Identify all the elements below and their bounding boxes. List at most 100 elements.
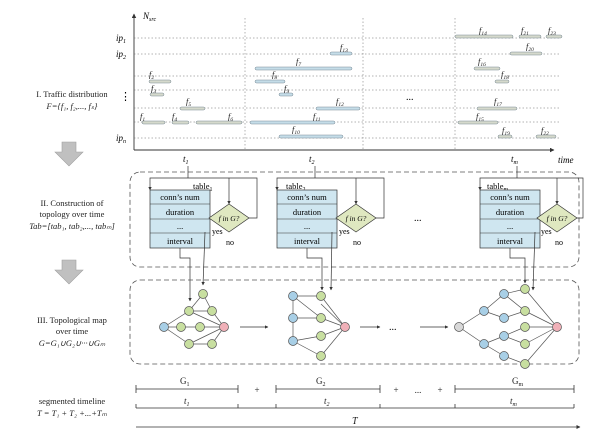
section2-formula: Tab=[tab₁, tab₂,..., tabₘ] — [29, 221, 115, 231]
time-marker-t1: t1 — [183, 154, 189, 166]
section2-title-line1: II. Construction of — [40, 198, 103, 208]
graph-g1 — [159, 289, 229, 349]
flow-label-f9: f9 — [284, 83, 289, 95]
flow-bar-f21 — [518, 34, 542, 39]
timeline-t2: t2 — [324, 396, 330, 408]
graphs-section-frame — [129, 279, 580, 365]
segmented-timeline: G1 G2 Gm + + ... + t1 t2 tm — [135, 376, 581, 429]
flow-bar-f12 — [315, 106, 361, 111]
flow-label-f5: f5 — [186, 96, 191, 108]
table2-row-dots: ... — [304, 221, 310, 231]
tablem-row-interval: interval — [497, 236, 524, 246]
flow-label-f22: f22 — [541, 125, 549, 137]
flow-bar-f1 — [141, 120, 166, 125]
section4-formula: T = T₁ + T₂ +...+Tₘ — [37, 408, 108, 418]
flow-label-f21: f21 — [521, 25, 529, 37]
vertical-ellipsis: ⋮ — [120, 91, 131, 103]
flow-bar-f18 — [494, 79, 510, 84]
flow-bar-f4 — [171, 120, 190, 125]
graphm-node — [520, 322, 530, 332]
graph1-node — [176, 322, 186, 332]
graph1-node — [207, 339, 217, 349]
flow-label-f18: f18 — [501, 69, 509, 81]
graphm-node — [499, 351, 509, 361]
decision-yes-m: yes — [541, 227, 552, 236]
flow-label-f1: f1 — [140, 111, 145, 123]
graph1-node — [184, 339, 194, 349]
section3-formula: G=G₁∪G₂∪···∪Gₘ — [39, 338, 106, 348]
graphm-node — [520, 284, 530, 294]
flow-label-f12: f12 — [336, 96, 344, 108]
decision-diamond-2 — [335, 203, 377, 233]
flow-label-f16: f16 — [478, 56, 486, 68]
graph2-node — [288, 291, 298, 301]
graphm-node — [520, 339, 530, 349]
table2-row-duration: duration — [293, 207, 322, 217]
flow-bar-f16 — [473, 66, 501, 71]
flow-bar-f8 — [254, 79, 286, 84]
graph2-node — [316, 351, 326, 361]
flow-bar-f13 — [329, 51, 353, 56]
decision-yes-2: yes — [339, 227, 350, 236]
section3-title-line2: over time — [56, 326, 89, 336]
table-group-1: table1 conn’s num duration ... interval … — [148, 166, 258, 302]
graph2-node — [316, 291, 326, 301]
timeline-gm: Gm — [512, 376, 524, 388]
flow-label-f7: f7 — [296, 56, 301, 68]
graph1-node — [195, 322, 205, 332]
flow-label-f3: f3 — [151, 83, 156, 95]
decision-no-1: no — [226, 238, 234, 247]
tablem-row-dots: ... — [507, 221, 513, 231]
section1-title: I. Traffic distribution — [36, 89, 108, 99]
flow-label-f20: f20 — [526, 41, 534, 53]
graphm-node — [499, 331, 509, 341]
flow-label-f15: f15 — [476, 111, 484, 123]
graph2-node — [288, 313, 298, 323]
table-group-m: tablem conn’s num duration ... interval … — [478, 166, 584, 291]
flow-label-f6: f6 — [228, 111, 233, 123]
decision-text-2: f in G? — [346, 214, 367, 223]
decision-text-1: f in G? — [219, 214, 240, 223]
graph-gm — [454, 284, 562, 369]
flow-bar-f19 — [497, 134, 513, 139]
graphm-node-sink — [552, 322, 562, 332]
graph1-node — [198, 289, 208, 299]
table1-row-dots: ... — [177, 221, 183, 231]
flow-label-f4: f4 — [172, 111, 177, 123]
timeline-plus-3: + — [437, 385, 442, 395]
section1-formula: F={f₁, f₂,..., fₛ} — [46, 101, 98, 111]
graph2-node — [316, 313, 326, 323]
graph1-node — [207, 306, 217, 316]
flow-bar-f3 — [149, 92, 165, 97]
graph1-node-sink — [219, 322, 229, 332]
table2-row-interval: interval — [294, 236, 321, 246]
decision-text-m: f in G? — [547, 214, 568, 223]
flow-bar-f20 — [509, 51, 543, 56]
y-axis-label: Nsrc — [142, 11, 156, 23]
flow-bar-f10 — [278, 134, 344, 139]
ip1-label: ip1 — [116, 33, 126, 45]
table2-row-conn: conn’s num — [287, 192, 327, 202]
down-arrow-icon-2 — [54, 259, 84, 285]
graphm-node — [479, 306, 489, 316]
decision-no-2: no — [353, 238, 361, 247]
graphm-node — [499, 289, 509, 299]
flow-label-f11: f11 — [313, 111, 321, 123]
graph1-node-source — [159, 322, 169, 332]
graph-g2 — [288, 291, 350, 361]
graph2-node — [288, 336, 298, 346]
timeline-plus-2: + — [393, 385, 398, 395]
flow-bar-f6 — [195, 120, 243, 125]
section3-title-line1: III. Topological map — [37, 315, 107, 325]
flow-label-f19: f19 — [502, 125, 510, 137]
table1-label: table1 — [193, 181, 213, 193]
ip2-label: ip2 — [116, 49, 126, 61]
flow-label-f10: f10 — [292, 124, 300, 136]
decision-diamond-m — [536, 203, 578, 233]
timeline-tm: tm — [510, 396, 518, 408]
decision-yes-1: yes — [212, 227, 223, 236]
table1-row-interval: interval — [167, 236, 194, 246]
flow-label-f14: f14 — [479, 25, 487, 37]
graph2-node — [316, 331, 326, 341]
